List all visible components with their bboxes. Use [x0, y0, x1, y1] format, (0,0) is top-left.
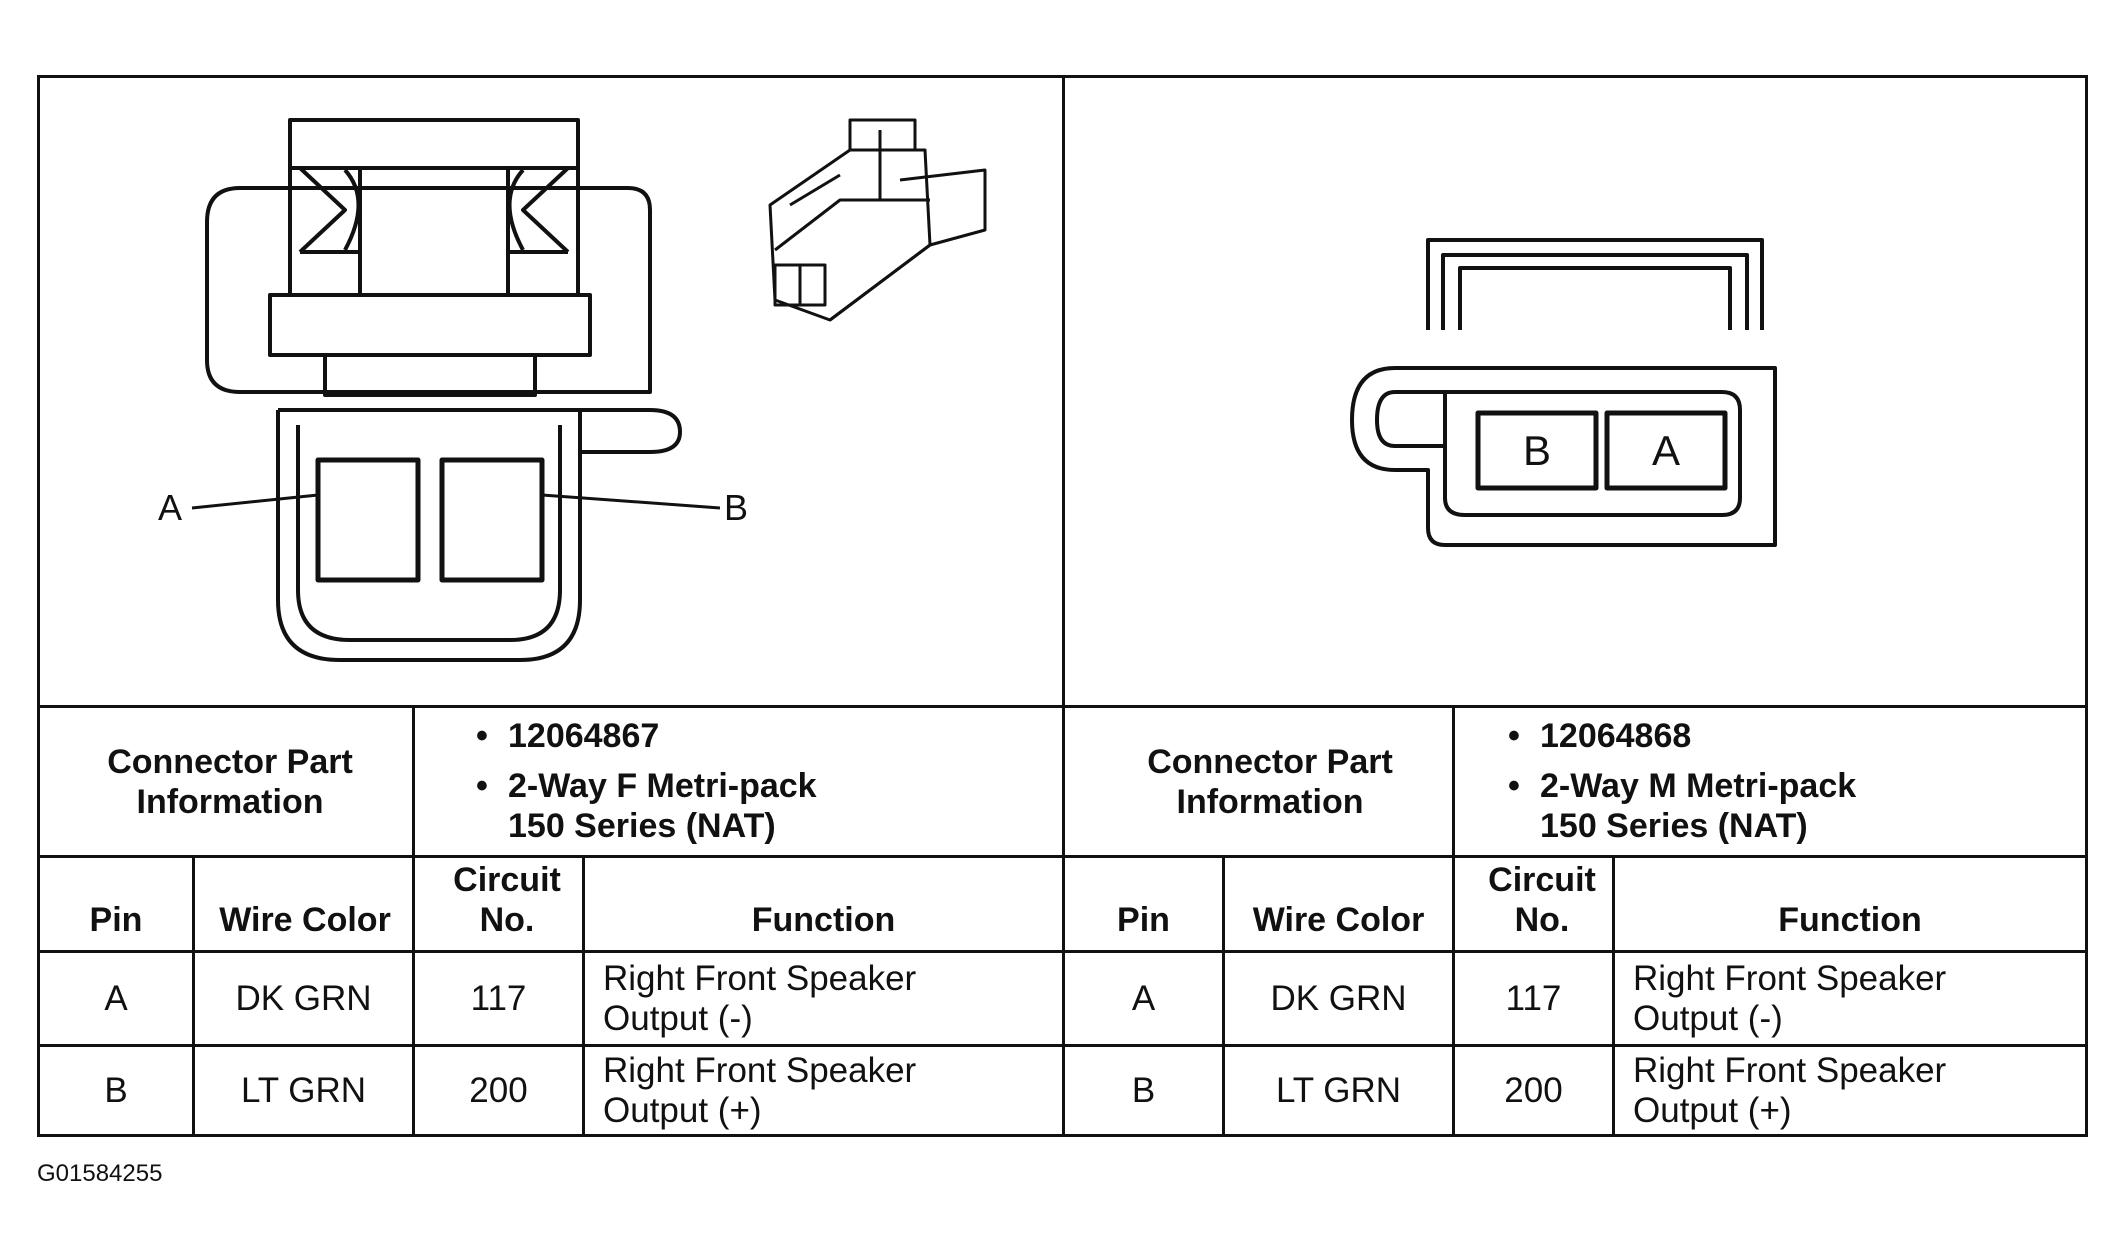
col-rule [1452, 705, 1455, 1137]
function-line: Output (+) [603, 1090, 762, 1130]
female-connector-drawing [191, 118, 721, 662]
left-part-info-label: Connector Part Information [107, 742, 353, 821]
function-line: Output (+) [1633, 1090, 1792, 1130]
bullet: • [476, 717, 488, 755]
left-row-b-wire-color: LT GRN [240, 1070, 367, 1110]
right-description-line2: 150 Series (NAT) [1540, 807, 1808, 845]
bullet: • [1508, 717, 1520, 755]
right-row-b-function: Right Front Speaker Output (+) [1615, 1047, 2085, 1134]
col-rule [412, 705, 415, 1137]
cavity-label-b: B [1522, 426, 1551, 474]
pin-label-a: A [157, 487, 182, 528]
left-row-a-wire-color: DK GRN [235, 978, 372, 1018]
col-rule [1222, 855, 1225, 1137]
right-circuit-header: Circuit No. [1488, 861, 1596, 939]
right-part-number: 12064868 [1540, 717, 1692, 755]
left-row-b-circuit: 200 [469, 1070, 528, 1110]
right-row-b-wire-color: LT GRN [1275, 1070, 1402, 1110]
function-line: Right Front Speaker [603, 958, 917, 998]
column-header-rule [37, 950, 2088, 953]
bullet: • [476, 767, 488, 805]
left-wire-color-header: Wire Color [219, 901, 391, 939]
right-row-a-wire-color: DK GRN [1270, 978, 1407, 1018]
cavity-label-a: A [1651, 426, 1680, 474]
right-pin-header: Pin [1117, 901, 1170, 939]
row-divider-rule [37, 1044, 2088, 1047]
right-description-line1: 2-Way M Metri-pack [1540, 767, 1857, 805]
function-line: Output (-) [1633, 998, 1783, 1038]
left-description-line1: 2-Way F Metri-pack [508, 767, 817, 805]
left-row-b-pin: B [104, 1070, 128, 1110]
left-description-line2: 150 Series (NAT) [508, 807, 776, 845]
function-line: Output (-) [603, 998, 753, 1038]
left-part-info: • 12064867 • 2-Way F Metri-pack 150 Series… [476, 716, 1056, 846]
col-rule [1612, 855, 1615, 1137]
table-top-rule [37, 705, 2088, 708]
left-function-header: Function [751, 901, 896, 939]
right-function-header: Function [1778, 901, 1922, 939]
female-connector-iso-drawing [768, 118, 987, 322]
function-line: Right Front Speaker [1633, 958, 1947, 998]
left-part-number: 12064867 [508, 717, 660, 755]
info-header-rule [37, 855, 2088, 858]
right-wire-color-header: Wire Color [1252, 901, 1425, 939]
left-row-a-circuit: 117 [470, 978, 527, 1018]
right-row-a-circuit: 117 [1505, 978, 1562, 1018]
right-part-info-label: Connector Part Information [1147, 742, 1393, 821]
function-line: Right Front Speaker [603, 1050, 917, 1090]
left-row-b-function: Right Front Speaker Output (+) [585, 1047, 1062, 1134]
left-pin-header: Pin [89, 901, 143, 939]
pin-label-b: B [723, 487, 748, 528]
right-part-info: • 12064868 • 2-Way M Metri-pack 150 Series… [1508, 716, 2068, 846]
male-connector-drawing [1350, 238, 1777, 547]
function-line: Right Front Speaker [1633, 1050, 1947, 1090]
left-row-a-function: Right Front Speaker Output (-) [585, 953, 1062, 1044]
figure-id: G01584255 [37, 1160, 163, 1187]
left-circuit-header: Circuit No. [453, 861, 561, 939]
right-row-a-pin: A [1131, 978, 1156, 1018]
bullet: • [1508, 767, 1520, 805]
right-row-b-circuit: 200 [1504, 1070, 1563, 1110]
col-rule [582, 855, 585, 1137]
right-row-a-function: Right Front Speaker Output (-) [1615, 953, 2085, 1044]
col-rule [192, 855, 195, 1137]
center-divider [1062, 75, 1065, 1137]
left-row-a-pin: A [104, 978, 128, 1018]
right-row-b-pin: B [1131, 1070, 1156, 1110]
